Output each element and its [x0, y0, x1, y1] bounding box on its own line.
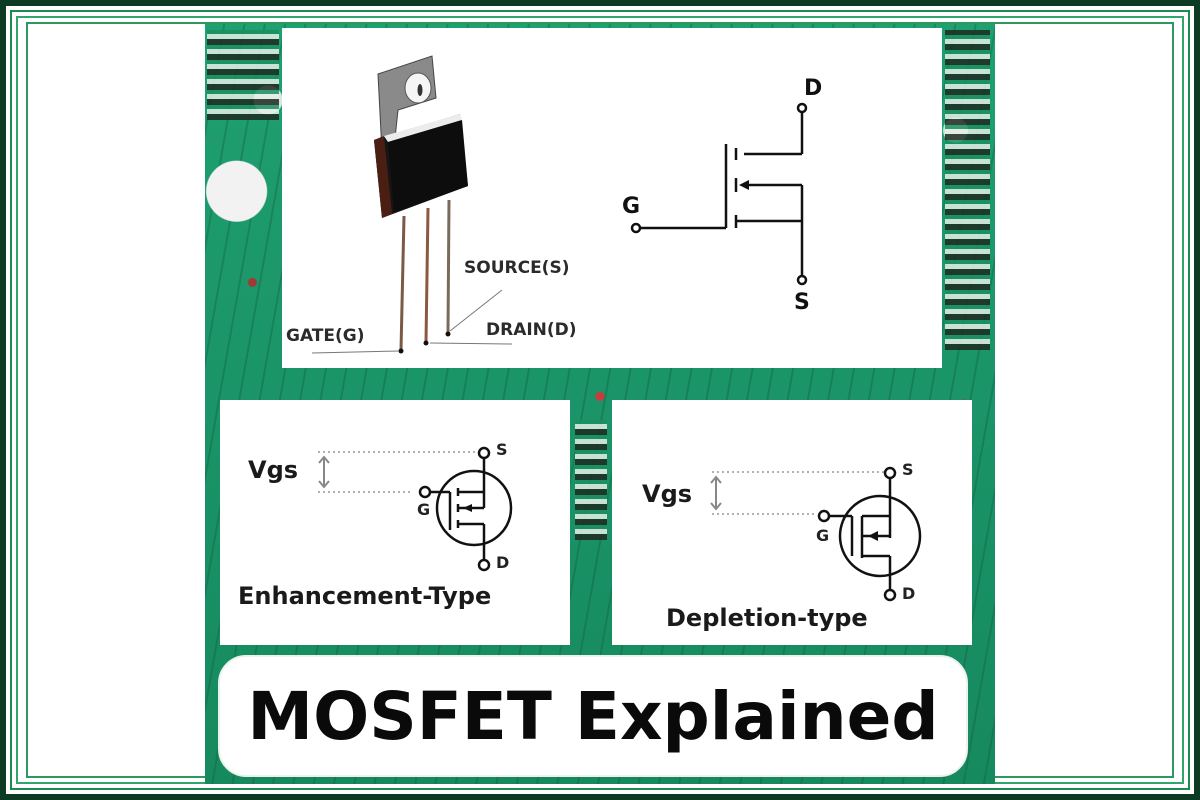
package-panel: GATE(G) SOURCE(S) DRAIN(D) D G S	[282, 28, 942, 368]
gate-terminal-label: G	[622, 194, 641, 219]
source-terminal-label: S	[794, 290, 810, 315]
mosfet-symbol-icon	[630, 102, 808, 286]
title-banner: MOSFET Explained	[218, 655, 968, 777]
enhancement-type-panel: Vgs S G D Enhancement-Typ	[220, 400, 570, 645]
page-title: MOSFET Explained	[247, 677, 939, 755]
drain-terminal-label: D	[902, 584, 916, 603]
pcb-components	[207, 30, 279, 120]
depletion-type-panel: Vgs S G D Depletion-type	[612, 400, 972, 645]
pcb-components	[945, 30, 990, 350]
enhancement-mosfet-symbol-icon	[318, 446, 513, 572]
source-pin-label: SOURCE(S)	[464, 258, 570, 278]
gate-pin-label: GATE(G)	[286, 326, 365, 346]
gate-terminal-label: G	[816, 526, 830, 545]
source-terminal-label: S	[902, 460, 914, 479]
pcb-components	[575, 420, 607, 540]
vgs-label: Vgs	[642, 480, 693, 508]
vgs-label: Vgs	[248, 456, 299, 484]
enhancement-caption: Enhancement-Type	[238, 582, 492, 610]
drain-terminal-label: D	[804, 76, 823, 101]
to220-package-icon	[311, 55, 513, 354]
drain-pin-label: DRAIN(D)	[486, 320, 577, 340]
frame-line	[10, 10, 1190, 790]
depletion-mosfet-symbol-icon	[710, 466, 922, 602]
drain-terminal-label: D	[496, 553, 510, 572]
gate-terminal-label: G	[417, 500, 431, 519]
depletion-caption: Depletion-type	[666, 604, 868, 632]
source-terminal-label: S	[496, 440, 508, 459]
